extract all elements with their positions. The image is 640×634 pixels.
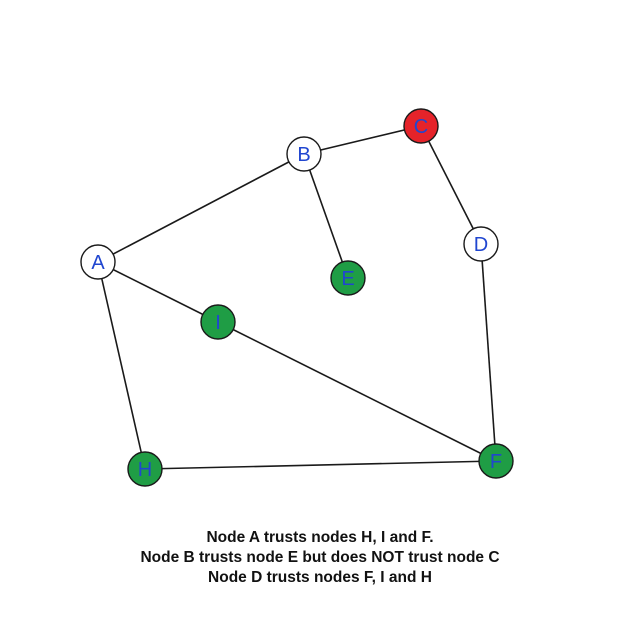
caption-line-2: Node B trusts node E but does NOT trust … (140, 549, 500, 566)
edge-c-d (420, 125, 482, 245)
node-a-circle (80, 244, 116, 280)
node-c: C (403, 108, 439, 144)
node-b-circle (286, 136, 322, 172)
graph-edges (97, 125, 497, 470)
node-h-circle (127, 451, 163, 487)
node-c-label: C (414, 116, 428, 138)
node-f: F (478, 443, 514, 479)
node-d-circle (463, 226, 499, 262)
node-i: I (200, 304, 236, 340)
caption-line-1: Node A trusts nodes H, I and F. (206, 529, 434, 546)
edge-b-e (303, 153, 349, 279)
node-d: D (463, 226, 499, 262)
node-h-label: H (138, 459, 152, 481)
node-c-circle (403, 108, 439, 144)
node-a: A (80, 244, 116, 280)
edge-a-h (97, 261, 146, 470)
node-f-circle (478, 443, 514, 479)
edge-b-c (303, 125, 422, 155)
edge-a-i (97, 261, 219, 323)
node-d-label: D (474, 234, 488, 256)
node-e-label: E (341, 268, 354, 290)
node-h: H (127, 451, 163, 487)
graph-nodes: A B C D E F H I (80, 108, 514, 487)
node-i-circle (200, 304, 236, 340)
node-a-label: A (91, 252, 105, 274)
node-e-circle (330, 260, 366, 296)
node-i-label: I (215, 312, 221, 334)
node-f-label: F (490, 451, 502, 473)
edge-h-f (144, 460, 497, 470)
node-b: B (286, 136, 322, 172)
caption-line-3: Node D trusts nodes F, I and H (208, 569, 432, 586)
edge-i-f (217, 321, 497, 462)
edge-d-f (480, 243, 497, 462)
edge-a-b (97, 153, 305, 263)
caption: Node A trusts nodes H, I and F. Node B t… (0, 528, 640, 588)
node-e: E (330, 260, 366, 296)
node-b-label: B (297, 144, 310, 166)
